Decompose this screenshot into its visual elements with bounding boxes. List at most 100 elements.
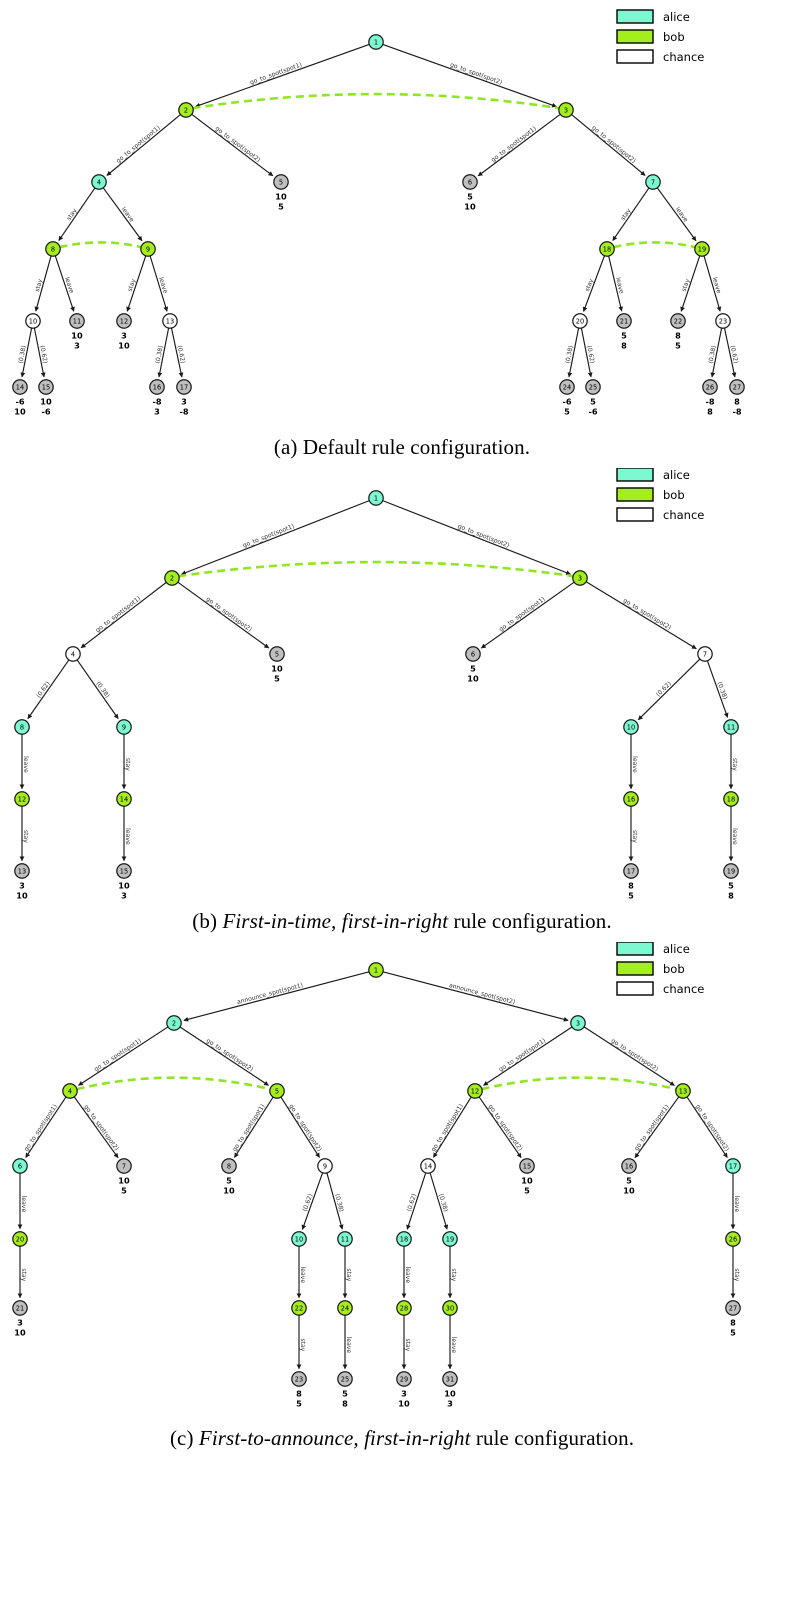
tree-node-14[interactable]: 14-610 xyxy=(12,379,28,417)
tree-node-26[interactable]: 26-88 xyxy=(702,379,718,417)
tree-node-8[interactable]: 8 xyxy=(45,241,61,257)
tree-node-10[interactable]: 10 xyxy=(291,1231,307,1247)
tree-node-11[interactable]: 11 xyxy=(723,719,739,735)
tree-node-3[interactable]: 3 xyxy=(572,570,588,586)
node-circle[interactable] xyxy=(12,1300,28,1316)
node-circle[interactable] xyxy=(697,646,713,662)
node-circle[interactable] xyxy=(91,174,107,190)
node-circle[interactable] xyxy=(273,174,289,190)
node-circle[interactable] xyxy=(725,1300,741,1316)
node-circle[interactable] xyxy=(116,863,132,879)
tree-node-28[interactable]: 28 xyxy=(396,1300,412,1316)
node-circle[interactable] xyxy=(140,241,156,257)
node-circle[interactable] xyxy=(38,379,54,395)
node-circle[interactable] xyxy=(723,863,739,879)
tree-node-30[interactable]: 30 xyxy=(442,1300,458,1316)
node-circle[interactable] xyxy=(723,791,739,807)
node-circle[interactable] xyxy=(442,1300,458,1316)
node-circle[interactable] xyxy=(572,570,588,586)
tree-node-1[interactable]: 1 xyxy=(368,962,384,978)
node-circle[interactable] xyxy=(269,646,285,662)
tree-node-2[interactable]: 2 xyxy=(166,1015,182,1031)
tree-node-5[interactable]: 5 xyxy=(269,1083,285,1099)
tree-node-18[interactable]: 18 xyxy=(396,1231,412,1247)
tree-node-13[interactable]: 13 xyxy=(675,1083,691,1099)
tree-node-9[interactable]: 9 xyxy=(140,241,156,257)
node-circle[interactable] xyxy=(176,379,192,395)
tree-node-12[interactable]: 12 xyxy=(467,1083,483,1099)
tree-node-23[interactable]: 23 xyxy=(715,313,731,329)
tree-node-10[interactable]: 10 xyxy=(25,313,41,329)
node-circle[interactable] xyxy=(12,1231,28,1247)
node-circle[interactable] xyxy=(572,313,588,329)
tree-node-3[interactable]: 3 xyxy=(570,1015,586,1031)
node-circle[interactable] xyxy=(465,646,481,662)
node-circle[interactable] xyxy=(116,313,132,329)
tree-node-16[interactable]: 16 xyxy=(623,791,639,807)
tree-node-16[interactable]: 16-83 xyxy=(149,379,165,417)
node-circle[interactable] xyxy=(337,1371,353,1387)
node-circle[interactable] xyxy=(467,1083,483,1099)
node-circle[interactable] xyxy=(623,719,639,735)
tree-node-26[interactable]: 26 xyxy=(725,1231,741,1247)
tree-node-18[interactable]: 18 xyxy=(723,791,739,807)
node-circle[interactable] xyxy=(420,1158,436,1174)
node-circle[interactable] xyxy=(725,1231,741,1247)
node-circle[interactable] xyxy=(585,379,601,395)
tree-node-8[interactable]: 8 xyxy=(14,719,30,735)
tree-node-6[interactable]: 6 xyxy=(12,1158,28,1174)
tree-node-20[interactable]: 20 xyxy=(12,1231,28,1247)
node-circle[interactable] xyxy=(45,241,61,257)
node-circle[interactable] xyxy=(69,313,85,329)
node-circle[interactable] xyxy=(337,1300,353,1316)
tree-node-18[interactable]: 18 xyxy=(599,241,615,257)
tree-node-19[interactable]: 19 xyxy=(694,241,710,257)
node-circle[interactable] xyxy=(14,863,30,879)
node-circle[interactable] xyxy=(291,1371,307,1387)
tree-node-2[interactable]: 2 xyxy=(164,570,180,586)
node-circle[interactable] xyxy=(116,791,132,807)
node-circle[interactable] xyxy=(715,313,731,329)
node-circle[interactable] xyxy=(25,313,41,329)
node-circle[interactable] xyxy=(368,490,384,506)
node-circle[interactable] xyxy=(178,102,194,118)
node-circle[interactable] xyxy=(62,1083,78,1099)
node-circle[interactable] xyxy=(162,313,178,329)
node-circle[interactable] xyxy=(702,379,718,395)
tree-node-27[interactable]: 278-8 xyxy=(729,379,745,417)
tree-node-17[interactable]: 17 xyxy=(725,1158,741,1174)
tree-node-24[interactable]: 24-65 xyxy=(559,379,575,417)
node-circle[interactable] xyxy=(116,719,132,735)
node-circle[interactable] xyxy=(519,1158,535,1174)
node-circle[interactable] xyxy=(317,1158,333,1174)
node-circle[interactable] xyxy=(462,174,478,190)
tree-node-19[interactable]: 19 xyxy=(442,1231,458,1247)
node-circle[interactable] xyxy=(14,719,30,735)
node-circle[interactable] xyxy=(675,1083,691,1099)
node-circle[interactable] xyxy=(694,241,710,257)
node-circle[interactable] xyxy=(723,719,739,735)
node-circle[interactable] xyxy=(116,1158,132,1174)
node-circle[interactable] xyxy=(221,1158,237,1174)
node-circle[interactable] xyxy=(729,379,745,395)
node-circle[interactable] xyxy=(291,1300,307,1316)
node-circle[interactable] xyxy=(442,1231,458,1247)
tree-node-4[interactable]: 4 xyxy=(91,174,107,190)
node-circle[interactable] xyxy=(12,379,28,395)
tree-node-3[interactable]: 3 xyxy=(558,102,574,118)
tree-node-11[interactable]: 11 xyxy=(337,1231,353,1247)
